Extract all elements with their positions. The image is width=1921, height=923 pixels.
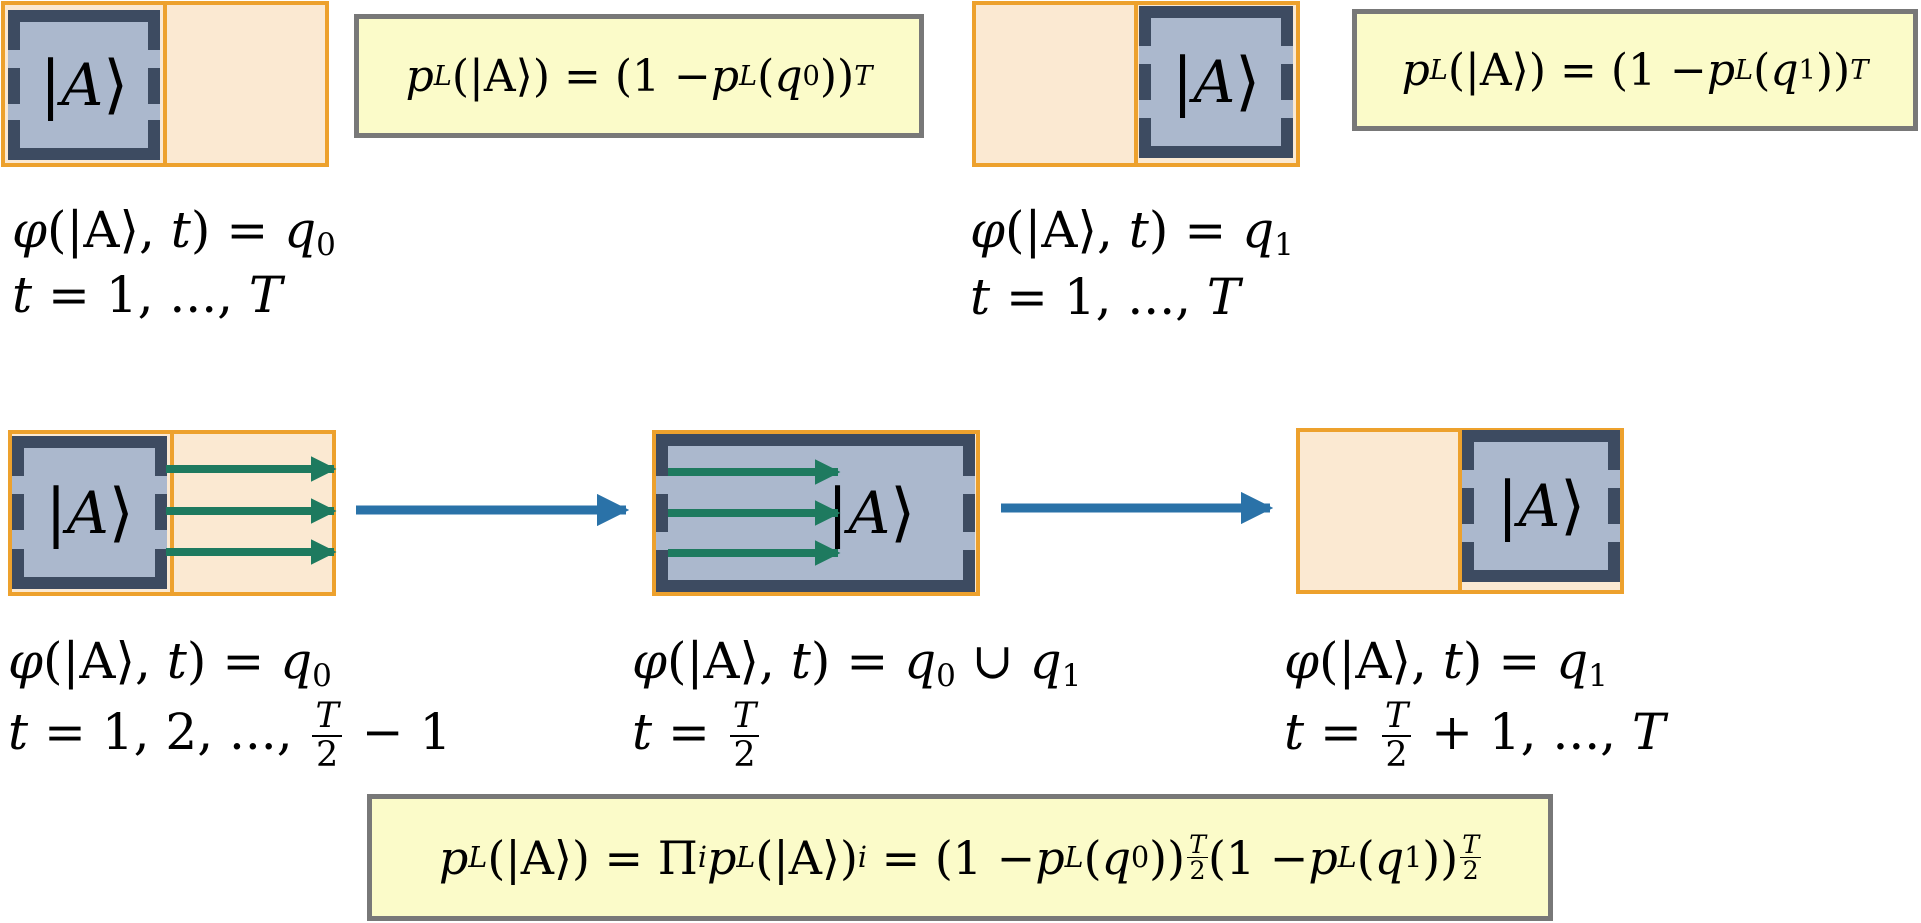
ket-a-label: |A⟩ [45, 475, 134, 550]
phi-label-stage3: φ(|A⟩, t) = q1 [1284, 632, 1608, 694]
ket-a-label: |A⟩ [1171, 45, 1261, 119]
phi-label-top-right: φ(|A⟩, t) = q1 [970, 201, 1294, 263]
ket-a-label: |A⟩ [39, 48, 129, 122]
phi-label-stage1: φ(|A⟩, t) = q0 [8, 632, 332, 694]
phi-label-stage2: φ(|A⟩, t) = q0 ∪ q1 [632, 632, 1082, 694]
t-range-top-right: t = 1, ..., T [970, 268, 1241, 326]
ket-a-label: |A⟩ [1496, 469, 1586, 543]
qubit-a-top-right: |A⟩ [1139, 6, 1293, 158]
qubit-a-top-left: |A⟩ [8, 10, 160, 160]
top-left-right-cell [163, 1, 329, 167]
qubit-a-stage1: |A⟩ [12, 436, 167, 589]
phi-label-top-left: φ(|A⟩, t) = q0 [12, 201, 336, 263]
t-range-top-left: t = 1, ..., T [12, 266, 283, 324]
qubit-a-stage3: |A⟩ [1462, 430, 1620, 582]
